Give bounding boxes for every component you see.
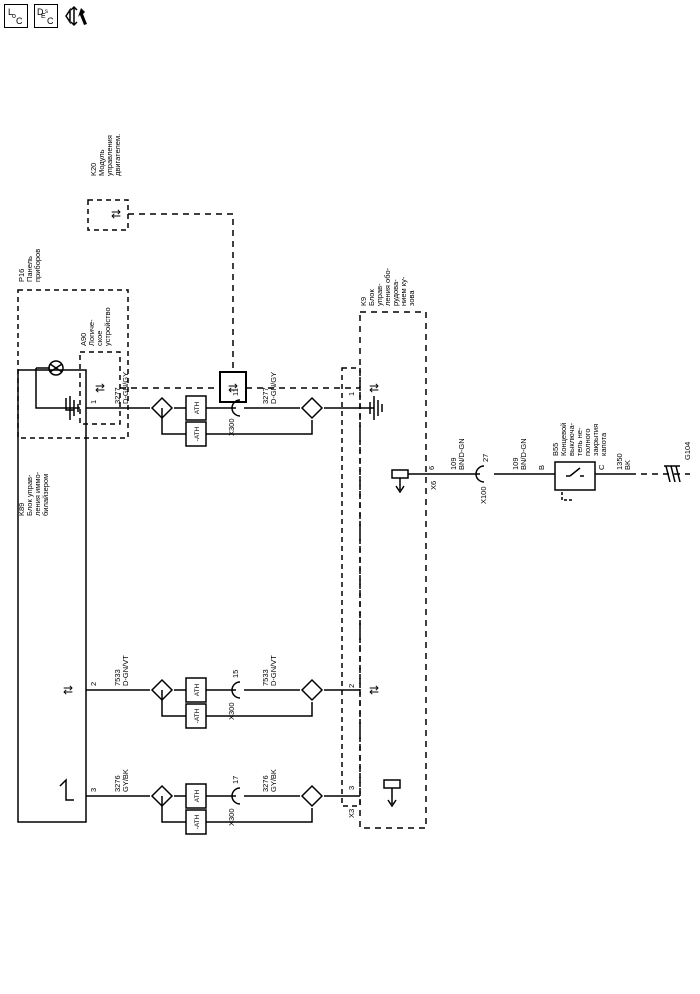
k89-pin-3: 3 xyxy=(89,788,98,792)
x3-label: X3 xyxy=(347,809,356,818)
b55-switch xyxy=(554,461,596,491)
b55-id: B55 xyxy=(551,443,560,456)
circuit-3-alt xyxy=(161,796,313,823)
svg-text:109: 109 xyxy=(449,457,458,470)
svg-text:двигателем.: двигателем. xyxy=(113,134,122,176)
svg-text:C: C xyxy=(597,464,606,470)
k20-data-link xyxy=(128,213,234,370)
gateway-box xyxy=(219,371,247,403)
svg-text:приборов: приборов xyxy=(33,249,42,282)
svg-text:2: 2 xyxy=(347,684,356,688)
svg-text:нием ку-: нием ку- xyxy=(399,276,408,306)
svg-text:7533: 7533 xyxy=(261,669,270,686)
k89-pin-2: 2 xyxy=(89,682,98,686)
svg-text:билайзером: билайзером xyxy=(41,474,50,516)
svg-text:Концевой: Концевой xyxy=(559,423,568,456)
wire-2-color: D-GN/VT xyxy=(121,655,130,686)
p16-id: P16 xyxy=(17,269,26,282)
k89-pin-1: 1 xyxy=(89,400,98,404)
svg-text:ское: ское xyxy=(95,331,104,346)
lamp-cross xyxy=(49,363,63,373)
svg-text:6: 6 xyxy=(427,466,436,470)
svg-text:-ATH: -ATH xyxy=(194,814,201,829)
svg-text:зова: зова xyxy=(407,290,416,306)
k9-id: K9 xyxy=(359,297,368,306)
k20-id: K20 xyxy=(89,163,98,176)
svg-text:Блок: Блок xyxy=(367,289,376,306)
svg-text:1350: 1350 xyxy=(615,453,624,470)
x300-label-3: X300 xyxy=(227,808,236,826)
wire-1-num: 3277 xyxy=(113,387,122,404)
k89-id: K89 xyxy=(17,503,26,516)
x300-label-1: X300 xyxy=(227,418,236,436)
svg-text:капота: капота xyxy=(599,432,608,456)
svg-text:GY/BK: GY/BK xyxy=(269,769,278,792)
x300-label-2: X300 xyxy=(227,702,236,720)
wire-3-num: 3276 xyxy=(113,775,122,792)
svg-text:полного: полного xyxy=(583,429,592,457)
k20-data-symbol: ⇄ xyxy=(111,207,121,221)
x6-label: X6 xyxy=(429,481,438,490)
wire-1-color: D-GN/GY xyxy=(121,372,130,404)
svg-text:11: 11 xyxy=(231,388,240,396)
k9-data-symbol-2: ⇄ xyxy=(369,683,379,697)
svg-text:109: 109 xyxy=(511,457,520,470)
x3-connector xyxy=(341,367,361,807)
svg-text:3276: 3276 xyxy=(261,775,270,792)
svg-text:D-GN/GY: D-GN/GY xyxy=(269,372,278,404)
svg-text:B: B xyxy=(537,465,546,470)
svg-text:D-GN/VT: D-GN/VT xyxy=(269,655,278,686)
svg-text:ATH: ATH xyxy=(194,683,201,696)
svg-text:Модуль: Модуль xyxy=(97,149,106,176)
a90-id: A90 xyxy=(79,333,88,346)
svg-text:27: 27 xyxy=(481,454,490,462)
svg-text:-ATH: -ATH xyxy=(194,708,201,723)
lamp-icon xyxy=(48,360,64,376)
gateway-symbol: ⇄ xyxy=(228,381,238,395)
wire-3-color: GY/BK xyxy=(121,769,130,792)
svg-text:устройство: устройство xyxy=(103,307,112,346)
svg-text:ATH: ATH xyxy=(194,789,201,802)
svg-text:тель не-: тель не- xyxy=(575,427,584,456)
p16-box xyxy=(17,289,129,439)
svg-text:управ-: управ- xyxy=(375,283,384,306)
svg-text:ления иммо-: ления иммо- xyxy=(33,471,42,516)
svg-text:Логиче-: Логиче- xyxy=(87,319,96,346)
circuit-2-alt xyxy=(161,690,313,717)
svg-text:выключа-: выключа- xyxy=(567,422,576,456)
svg-text:управления: управления xyxy=(105,135,114,176)
svg-text:Блок управ-: Блок управ- xyxy=(25,474,34,516)
svg-text:ATH: ATH xyxy=(194,401,201,414)
svg-text:15: 15 xyxy=(231,670,240,678)
svg-text:1: 1 xyxy=(347,392,356,396)
svg-text:закрытия: закрытия xyxy=(591,424,600,456)
svg-text:BK: BK xyxy=(623,460,632,470)
svg-text:17: 17 xyxy=(231,776,240,784)
svg-text:BN/D-GN: BN/D-GN xyxy=(519,438,528,470)
k89-data-symbol: ⇄ xyxy=(63,683,73,697)
svg-text:3277: 3277 xyxy=(261,387,270,404)
a90-data-symbol: ⇄ xyxy=(95,381,105,395)
k20-box xyxy=(87,199,129,231)
svg-text:Панель: Панель xyxy=(25,256,34,282)
k89-box xyxy=(17,369,87,823)
wiring-tool-icon[interactable] xyxy=(64,4,88,28)
svg-text:3: 3 xyxy=(347,786,356,790)
ground-g104-label: G104 xyxy=(683,442,692,460)
circuit-1-alt xyxy=(161,408,313,435)
svg-text:рудова-: рудова- xyxy=(391,279,400,306)
x100-label: X100 xyxy=(479,486,488,504)
wire-2-num: 7533 xyxy=(113,669,122,686)
k9-data-symbol: ⇄ xyxy=(369,381,379,395)
svg-text:BN/D-GN: BN/D-GN xyxy=(457,438,466,470)
svg-text:ления обо-: ления обо- xyxy=(383,267,392,306)
svg-text:-ATH: -ATH xyxy=(194,426,201,441)
